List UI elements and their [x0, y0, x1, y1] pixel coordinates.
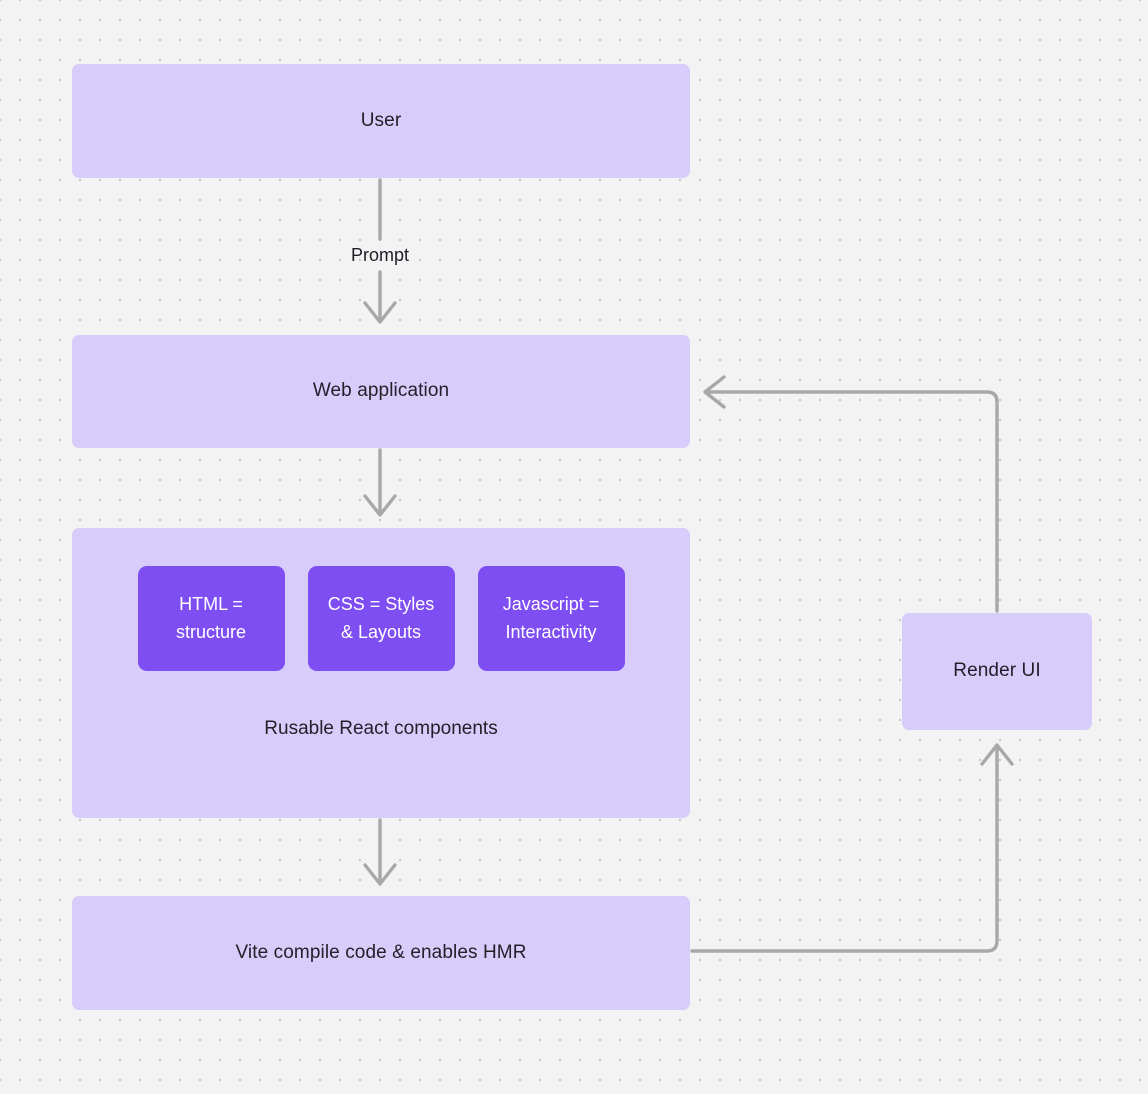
- node-vite-label: Vite compile code & enables HMR: [235, 941, 527, 963]
- node-react-components[interactable]: HTML = structure CSS = Styles & Layouts Ja…: [72, 528, 690, 818]
- edge-label-prompt: Prompt: [350, 245, 410, 265]
- chip-html-line2: structure: [175, 621, 247, 642]
- chip-javascript-line2: Interactivity: [505, 621, 597, 642]
- node-render-ui[interactable]: Render UI: [902, 613, 1092, 730]
- node-render-ui-label: Render UI: [953, 660, 1041, 682]
- node-react-components-caption: Rusable React components: [264, 718, 498, 739]
- chip-html[interactable]: HTML = structure: [137, 566, 285, 671]
- chip-javascript-line1: Javascript =: [502, 593, 600, 614]
- chip-css-label: CSS = Styles & Layouts: [322, 591, 441, 647]
- chip-javascript[interactable]: Javascript = Interactivity: [477, 566, 625, 671]
- chip-css-line2: & Layouts: [340, 621, 422, 642]
- chip-html-label: HTML = structure: [170, 591, 252, 647]
- edge-components-to-vite: [363, 818, 397, 886]
- edge-vite-to-render: [690, 743, 1014, 953]
- edge-render-to-webapp: [703, 375, 999, 613]
- node-user[interactable]: User: [72, 64, 690, 178]
- node-user-label: User: [360, 109, 402, 131]
- node-web-application-label: Web application: [312, 380, 450, 402]
- chip-javascript-label: Javascript = Interactivity: [497, 591, 606, 647]
- node-web-application[interactable]: Web application: [72, 335, 690, 448]
- edge-webapp-to-components: [363, 448, 397, 517]
- node-vite[interactable]: Vite compile code & enables HMR: [72, 896, 690, 1010]
- chip-row: HTML = structure CSS = Styles & Layouts Ja…: [72, 566, 690, 671]
- chip-html-line1: HTML =: [179, 593, 243, 614]
- chip-css[interactable]: CSS = Styles & Layouts: [307, 566, 455, 671]
- chip-css-line1: CSS = Styles: [327, 593, 435, 614]
